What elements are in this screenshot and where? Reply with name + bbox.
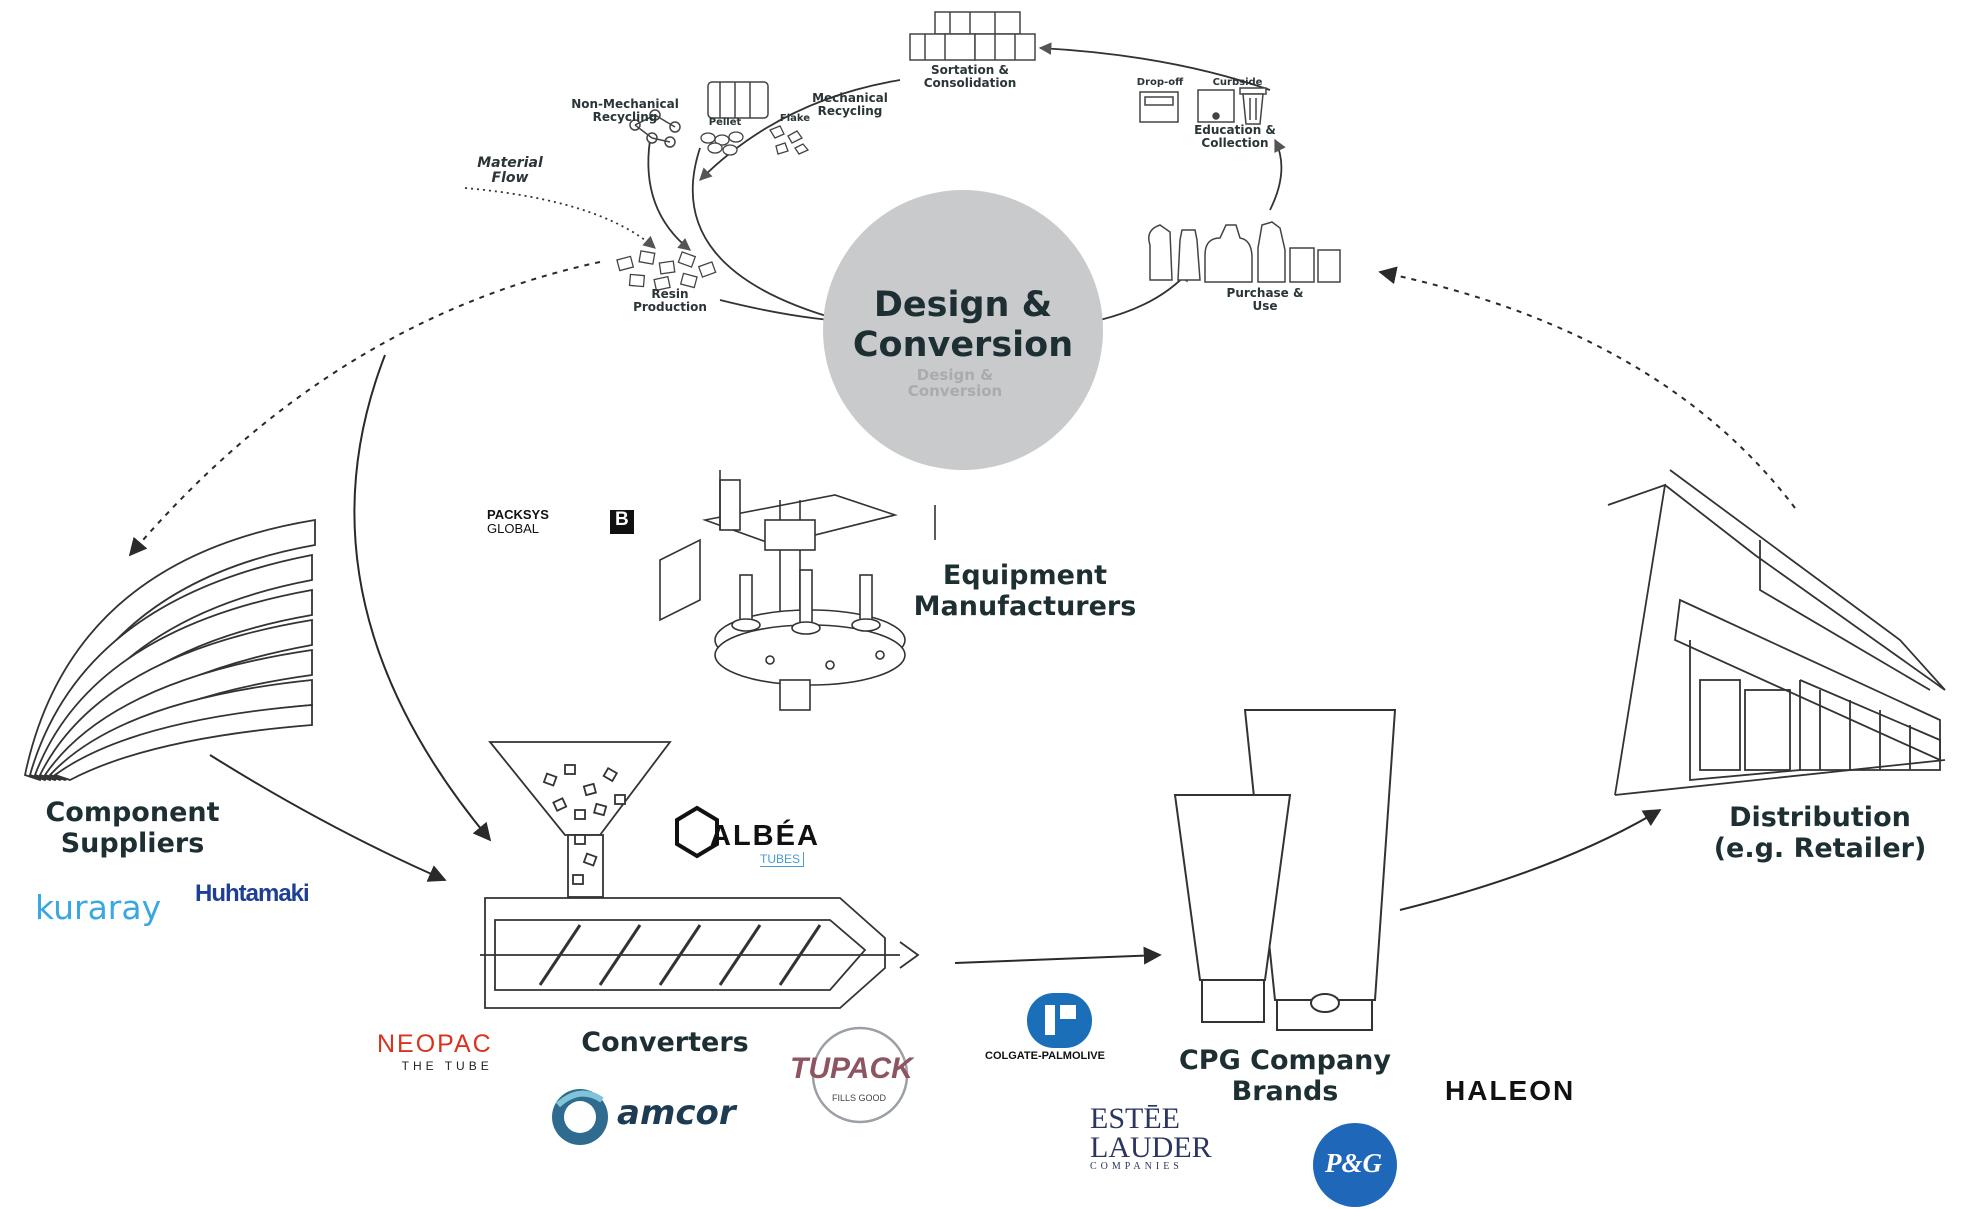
education-collection-label: Education & Collection <box>1160 124 1310 149</box>
material-flow-line1: Material <box>477 155 543 171</box>
neopac-logo: NEOPAC THE TUBE <box>377 1030 493 1073</box>
colgate-logo: COLGATE-PALMOLIVE <box>985 1050 1105 1062</box>
amcor-swirl-icon <box>552 1089 608 1145</box>
packsys-line1: PACKSYS <box>487 507 549 522</box>
cpg-line1: CPG Company <box>1178 1045 1392 1076</box>
equipment-line2: Manufacturers <box>913 591 1137 623</box>
packsys-line2: GLOBAL <box>487 520 540 536</box>
recycling-bin-icon <box>1139 89 1235 123</box>
equipment-line1: Equipment <box>942 560 1108 591</box>
mech-line2: Recycling <box>817 103 883 118</box>
pellet-label: Pellet <box>708 117 742 128</box>
trash-bin-icon <box>1239 87 1267 125</box>
packsys-mark-letter: B <box>615 509 629 530</box>
tubes-icon <box>1173 709 1397 1031</box>
center-ghost-line1: Design & <box>916 366 994 384</box>
albea-hex-icon <box>675 805 719 859</box>
distribution-line2: (e.g. Retailer) <box>1713 833 1927 865</box>
tupack-logo: TUPACK <box>790 1052 913 1085</box>
purchase-line1: Purchase & <box>1226 286 1304 300</box>
purchase-line2: Use <box>1252 298 1278 313</box>
resin-line1: Resin <box>651 287 689 301</box>
sortation-line1: Sortation & <box>931 63 1009 77</box>
center-title-line2: Conversion <box>852 325 1074 366</box>
resin-line2: Production <box>633 299 707 314</box>
education-line1: Education & <box>1194 123 1276 137</box>
resin-production-label: Resin Production <box>600 288 740 313</box>
pellet-icon <box>700 131 744 156</box>
flake-icon <box>769 125 810 155</box>
pg-logo: P&G <box>1325 1148 1382 1178</box>
sortation-line2: Consolidation <box>923 75 1017 90</box>
kuraray-logo: kuraray <box>35 888 162 927</box>
filling-machine-icon <box>659 470 936 711</box>
dropoff-label: Drop-off <box>1136 77 1184 88</box>
resin-cubes-icon <box>616 250 717 292</box>
tupack-sub: FILLS GOOD <box>832 1093 887 1103</box>
cpg-line2: Brands <box>1231 1076 1339 1108</box>
center-title-line1: Design & <box>873 285 1053 325</box>
bottles-icon <box>1148 221 1341 283</box>
non-mech-line1: Non-Mechanical <box>571 97 679 111</box>
molecule-icon <box>629 109 681 148</box>
colgate-mark-icon <box>1027 993 1092 1048</box>
storefront-icon <box>1607 469 1946 796</box>
converters-label: Converters <box>581 1027 749 1058</box>
neopac-name: NEOPAC <box>377 1030 493 1058</box>
albea-sub: TUBES <box>760 852 805 867</box>
equipment-manufacturers-label: Equipment Manufacturers <box>900 560 1150 622</box>
design-conversion-circle <box>823 190 1103 470</box>
non-mech-line2: Recycling <box>592 109 658 124</box>
component-suppliers-label: Component Suppliers <box>20 797 245 859</box>
flake-label: Flake <box>779 113 811 124</box>
bales-icon <box>909 11 1036 61</box>
tupack-ring-icon <box>811 1026 909 1124</box>
material-flow-line2: Flow <box>491 169 529 186</box>
estee-line2: LAUDER <box>1090 1130 1212 1164</box>
neopac-sub: THE TUBE <box>401 1059 493 1073</box>
education-line2: Collection <box>1201 135 1269 150</box>
estee-line1: ESTĒE <box>1090 1102 1180 1135</box>
non-mech-recycling-label: Non-Mechanical Recycling <box>545 98 705 123</box>
center-ghost-title: Design & Conversion <box>865 366 1045 400</box>
purchase-use-label: Purchase & Use <box>1195 287 1335 312</box>
estee-line3: COMPANIES <box>1090 1161 1183 1172</box>
packsys-logo: PACKSYS GLOBAL <box>487 508 549 535</box>
haleon-logo: HALEON <box>1445 1075 1576 1106</box>
layers-icon <box>23 518 316 782</box>
huhtamaki-logo: Huhtamaki <box>195 880 310 907</box>
sortation-label: Sortation & Consolidation <box>895 64 1045 89</box>
component-line2: Suppliers <box>60 828 205 860</box>
extruder-icon <box>480 741 920 1009</box>
center-title: Design & Conversion <box>823 285 1103 366</box>
pg-circle-icon <box>1313 1123 1397 1207</box>
cycle-arrows <box>464 42 1286 328</box>
estee-lauder-logo: ESTĒE LAUDER COMPANIES <box>1090 1102 1212 1172</box>
packsys-mark-icon <box>610 510 634 534</box>
material-flow-label: Material Flow <box>450 156 570 185</box>
amcor-logo: amcor <box>617 1093 736 1133</box>
mech-recycling-label: Mechanical Recycling <box>785 92 915 117</box>
mech-line1: Mechanical <box>812 91 888 105</box>
distribution-line1: Distribution <box>1729 802 1911 833</box>
cpg-brands-label: CPG Company Brands <box>1155 1045 1415 1107</box>
component-line1: Component <box>45 797 220 828</box>
curbside-label: Curbside <box>1212 77 1263 88</box>
distribution-label: Distribution (e.g. Retailer) <box>1700 802 1940 864</box>
center-ghost-line2: Conversion <box>907 381 1003 400</box>
albea-logo: ALBÉA <box>710 820 820 852</box>
mech-recycling-bale-icon <box>707 81 769 119</box>
main-flow-arrows <box>128 261 1796 965</box>
